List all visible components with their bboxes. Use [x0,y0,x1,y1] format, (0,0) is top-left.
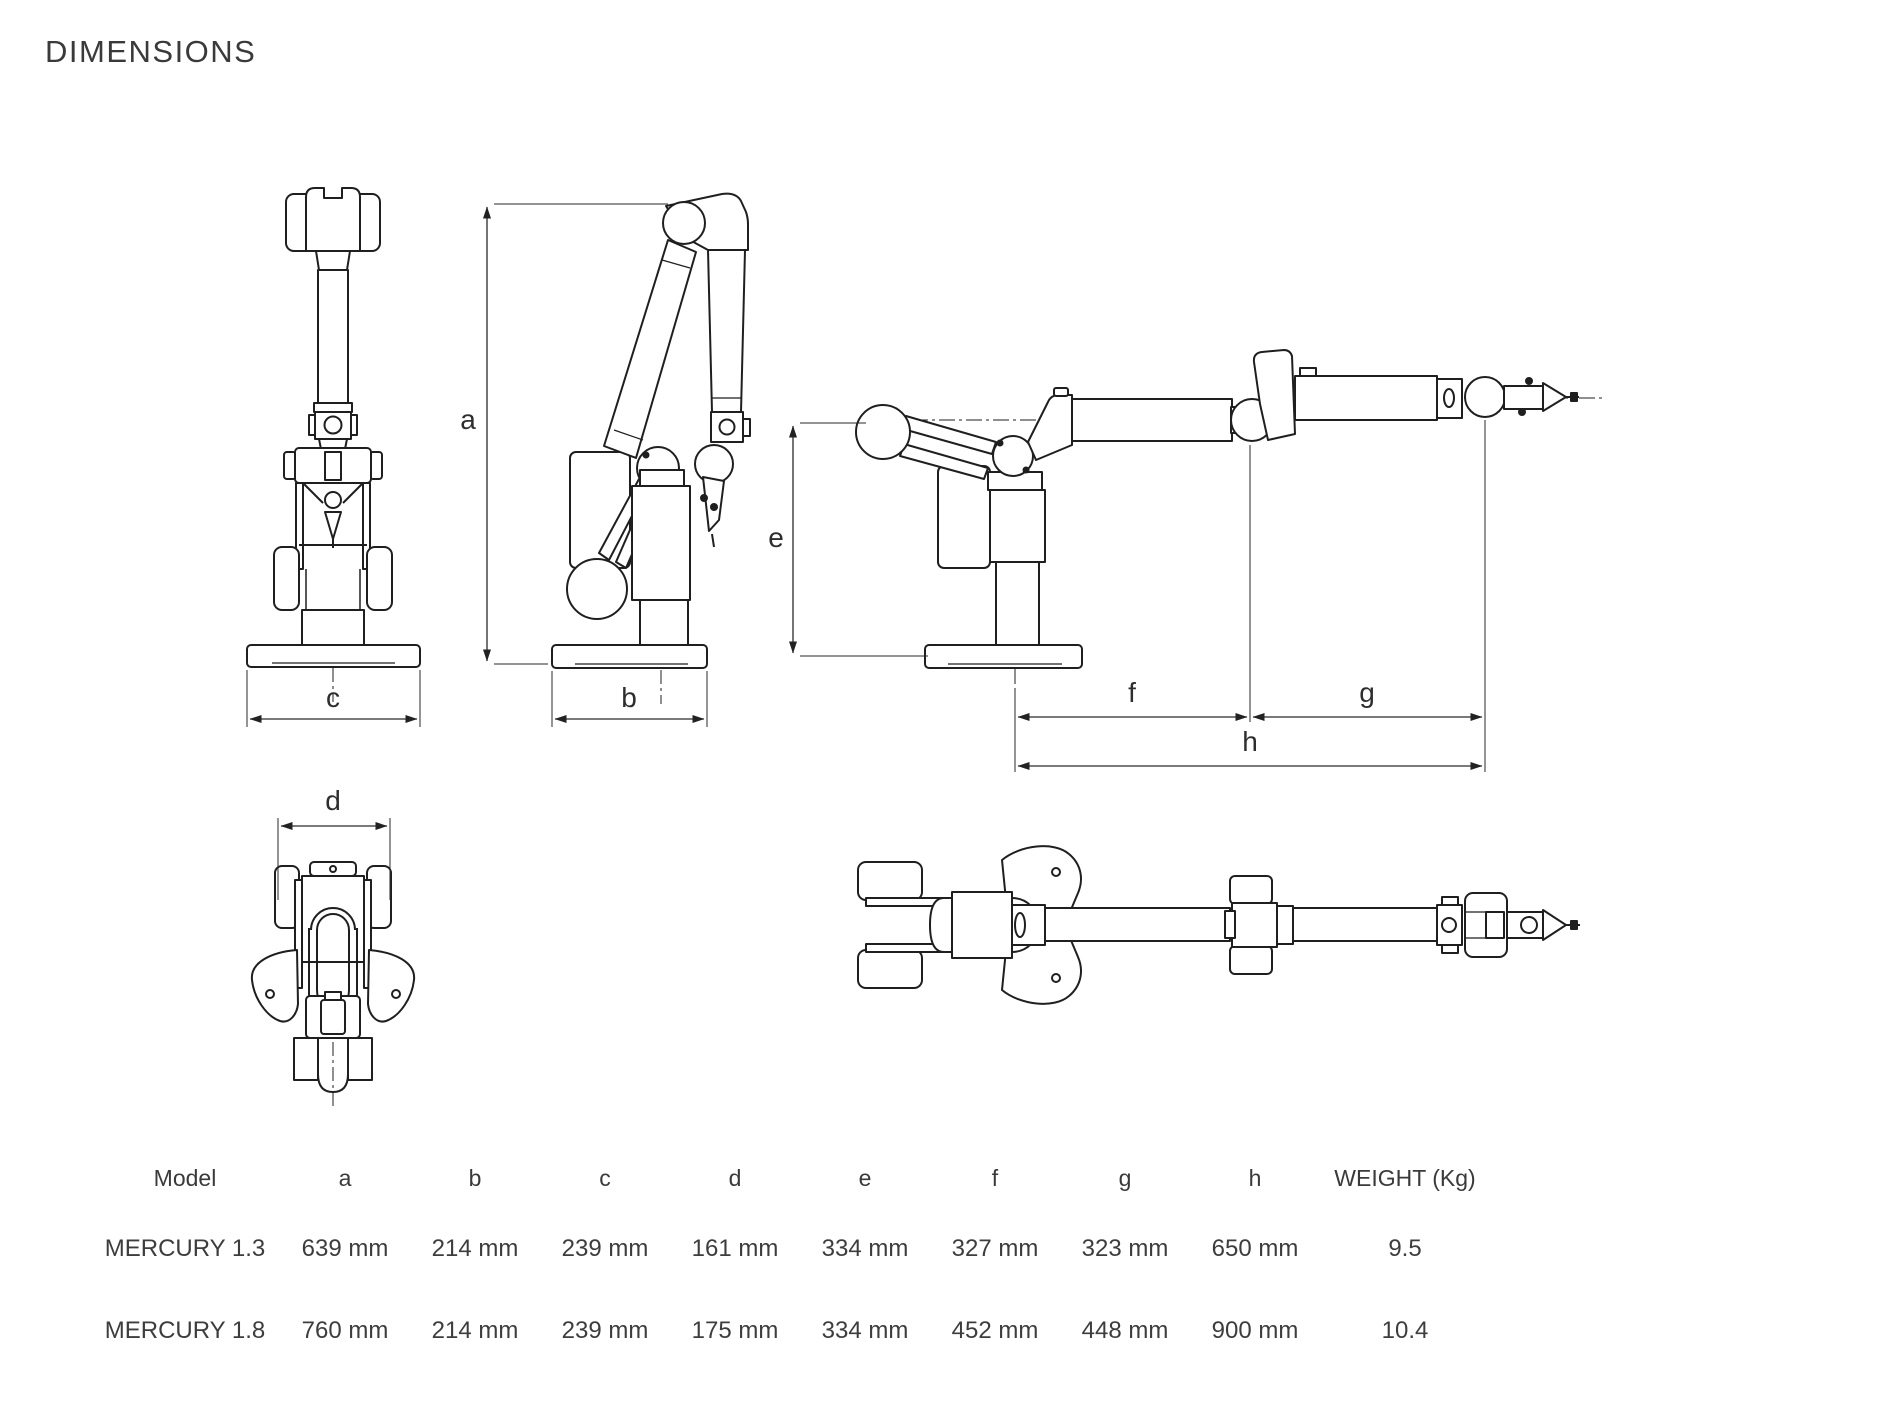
dim-label-g: g [1359,677,1375,708]
table-cell-model: MERCURY 1.3 [104,1235,266,1262]
col-header-weight: WEIGHT (Kg) [1334,1164,1476,1191]
dim-label-c: c [326,682,340,713]
table-cell-a: 760 mm [301,1317,389,1344]
table-cell-a: 639 mm [301,1235,389,1262]
dim-label-f: f [1128,677,1136,708]
table-cell-c: 239 mm [561,1235,649,1262]
table-cell-g: 323 mm [1081,1235,1169,1262]
technical-drawings [246,187,1605,1108]
table-cell-b: 214 mm [431,1235,519,1262]
dimension-a [483,203,668,665]
col-header-e: e [858,1164,872,1191]
dim-label-a: a [460,404,476,435]
col-header-model: Model [153,1164,217,1191]
dimension-e [789,422,928,657]
table-cell-weight: 9.5 [1388,1235,1422,1262]
extended-side-view-drawing [855,349,1605,692]
col-header-h: h [1248,1164,1262,1191]
dim-label-b: b [621,682,637,713]
table-cell-d: 161 mm [691,1235,779,1262]
col-header-b: b [468,1164,482,1191]
table-cell-c: 239 mm [561,1317,649,1344]
table-cell-h: 900 mm [1211,1317,1299,1344]
col-header-c: c [599,1164,611,1191]
table-cell-f: 452 mm [951,1317,1039,1344]
table-cell-e: 334 mm [821,1235,909,1262]
dimension-b [551,671,708,727]
col-header-d: d [728,1164,742,1191]
dimensions-table: Model a b c d e f g h WEIGHT (Kg) MERCUR… [90,1148,1490,1372]
table-cell-h: 650 mm [1211,1235,1299,1262]
col-header-a: a [338,1164,352,1191]
dim-label-d: d [325,785,341,816]
col-header-f: f [991,1164,999,1191]
extended-top-view-drawing [857,845,1580,1005]
table-cell-b: 214 mm [431,1317,519,1344]
table-cell-d: 175 mm [691,1317,779,1344]
table-cell-e: 334 mm [821,1317,909,1344]
dim-label-h: h [1242,726,1258,757]
col-header-g: g [1118,1164,1132,1191]
page-title: DIMENSIONS [45,34,257,69]
dimension-d [277,818,391,900]
dimension-c [246,670,421,727]
table-cell-g: 448 mm [1081,1317,1169,1344]
dimension-fgh [1014,420,1486,772]
dim-label-e: e [768,522,784,553]
table-cell-weight: 10.4 [1381,1317,1429,1344]
side-view-drawing [551,192,751,704]
table-cell-model: MERCURY 1.8 [104,1317,266,1344]
top-view-drawing [250,861,416,1108]
front-view-drawing [246,187,421,702]
table-cell-f: 327 mm [951,1235,1039,1262]
